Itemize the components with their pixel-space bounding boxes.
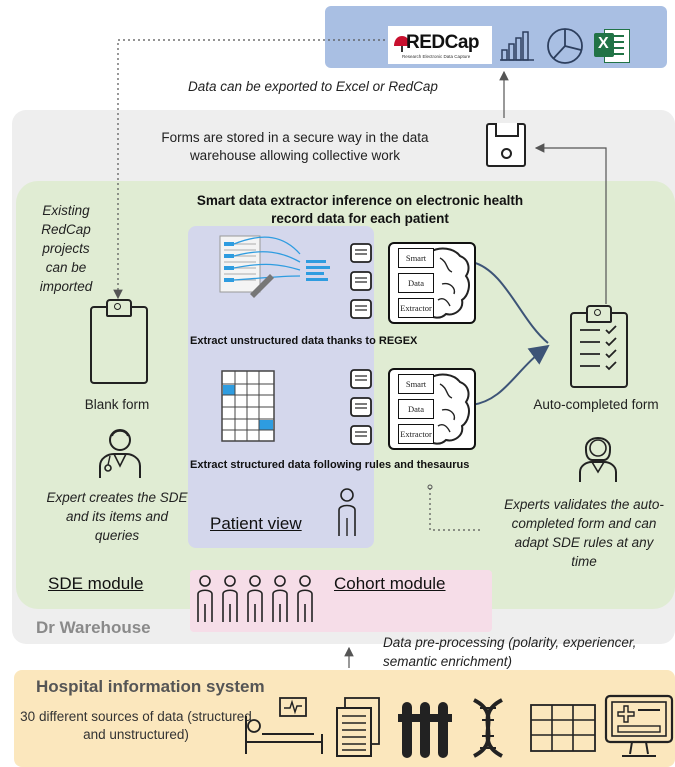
clipboard-checklist-icon — [570, 305, 628, 388]
cohort-module-region — [190, 570, 492, 632]
medical-monitor-icon — [604, 694, 674, 757]
redcap-logo: REDCap Research Electronic Data Capture — [388, 26, 492, 64]
document-extraction-icon — [219, 235, 330, 298]
patient-person-icon — [338, 488, 356, 536]
hospital-sources-text: 30 different sources of data (structured… — [20, 709, 252, 742]
dr-warehouse-title: Dr Warehouse — [36, 618, 151, 637]
doctor-icon — [99, 429, 141, 478]
female-expert-icon — [579, 437, 617, 482]
redcap-logo-subtext: Research Electronic Data Capture — [402, 54, 471, 59]
preprocessing-text: Data pre-processing (polarity, experienc… — [383, 635, 637, 669]
hospital-bed-icon — [245, 697, 323, 754]
cohort-module-title: Cohort module — [334, 574, 446, 593]
expert-creates-text: Expert creates the SDE and its items and… — [46, 490, 188, 543]
clipboard-blank-icon — [90, 299, 148, 384]
stack-icon-top — [350, 243, 372, 319]
sde-label-smart-bottom: Smart — [398, 374, 434, 394]
sde-label-smart-top: Smart — [398, 248, 434, 268]
structured-caption: Extract structured data following rules … — [190, 459, 470, 471]
export-caption: Data can be exported to Excel or RedCap — [188, 79, 438, 94]
cohort-people-icon — [197, 575, 313, 622]
table-grid-icon — [530, 704, 596, 752]
extractor-heading: Smart data extractor inference on electr… — [196, 193, 524, 226]
redcap-logo-text: REDCap — [406, 32, 480, 53]
pie-chart-icon — [547, 28, 583, 64]
auto-completed-label: Auto-completed form — [533, 397, 659, 412]
hospital-title: Hospital information system — [36, 677, 265, 696]
bar-chart-icon — [500, 31, 534, 61]
structured-table-icon — [221, 370, 275, 442]
redcap-logo-icon — [394, 36, 410, 52]
sde-label-extractor-top: Extractor — [398, 298, 434, 318]
test-tubes-icon — [398, 702, 452, 758]
patient-view-title: Patient view — [210, 514, 302, 533]
documents-icon — [336, 697, 380, 757]
excel-letter: X — [598, 35, 609, 52]
sde-module-title: SDE module — [48, 574, 144, 593]
stack-icon-bottom — [350, 369, 372, 445]
unstructured-caption: Extract unstructured data thanks to REGE… — [190, 335, 418, 347]
forms-stored-text: Forms are stored in a secure way in the … — [161, 130, 429, 163]
sde-label-data-top: Data — [398, 273, 434, 293]
blank-form-label: Blank form — [84, 397, 150, 412]
sde-box-bottom: Smart Data Extractor — [388, 368, 476, 450]
floppy-disk-icon — [486, 123, 526, 167]
sde-label-data-bottom: Data — [398, 399, 434, 419]
dna-icon — [473, 698, 503, 758]
excel-icon: X — [594, 26, 630, 64]
patient-view-region — [188, 226, 374, 548]
experts-validate-text: Experts validates the auto-completed for… — [504, 497, 664, 569]
existing-projects-text: Existing RedCap projects can be imported — [39, 203, 93, 294]
sde-box-top: Smart Data Extractor — [388, 242, 476, 324]
sde-label-extractor-bottom: Extractor — [398, 424, 434, 444]
